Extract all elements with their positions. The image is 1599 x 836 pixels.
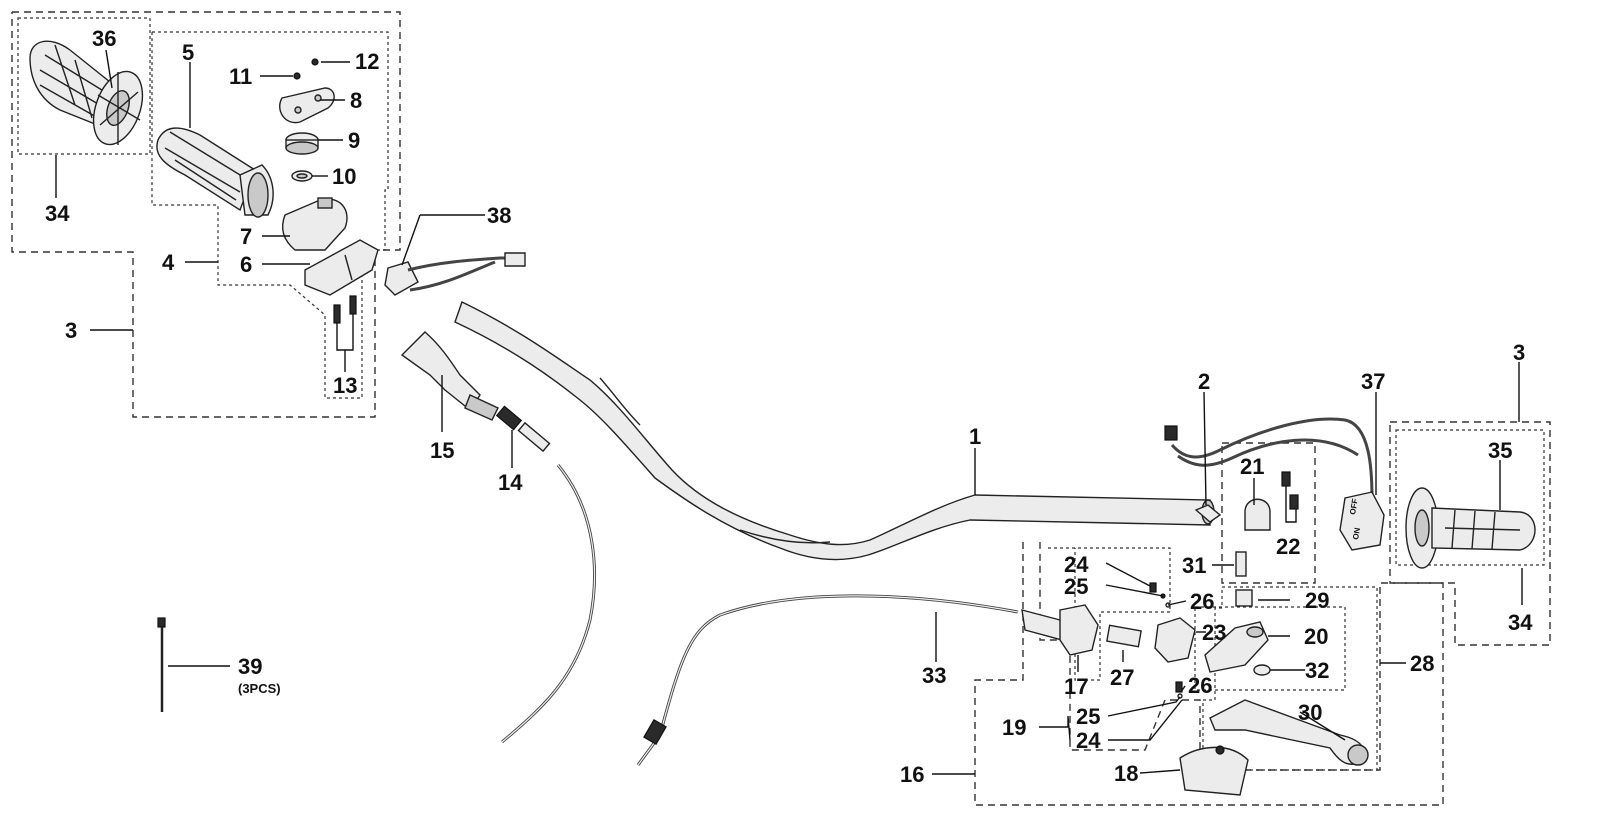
callout-37: 37 [1361,369,1385,394]
callout-10: 10 [332,164,356,189]
callout-8: 8 [350,88,362,113]
callout-20: 20 [1304,624,1328,649]
cable-adjuster-part [495,405,551,453]
callout-38: 38 [487,203,511,228]
callout-24-b: 24 [1076,728,1101,753]
callout-15: 15 [430,438,454,463]
callout-16: 16 [900,762,924,787]
callout-31: 31 [1182,553,1206,578]
left-grip-part [29,40,144,146]
clutch-cable-part [636,594,1019,766]
group-box-28 [1202,586,1378,771]
callout-11: 11 [229,64,252,89]
callout-9: 9 [348,128,360,153]
callout-26-b: 26 [1188,673,1212,698]
callout-13: 13 [333,373,357,398]
cover-plate-part [279,87,335,124]
callout-27: 27 [1110,665,1134,690]
callout-3-right: 3 [1513,340,1525,365]
callout-7: 7 [240,224,252,249]
callout-26-a: 26 [1190,589,1214,614]
callout-17: 17 [1064,674,1088,699]
switch-off-text: OFF [1348,498,1360,515]
bushing-9-part [285,132,319,155]
callout-36: 36 [92,26,116,51]
perch-clamp-part [1244,498,1271,531]
nut-23-part [1154,617,1196,663]
callout-labels: 36 5 11 12 8 9 10 34 7 4 6 38 3 13 15 14… [45,26,1533,787]
callout-34-left: 34 [45,201,70,226]
callout-18: 18 [1114,761,1138,786]
callout-24-a: 24 [1064,552,1089,577]
qty-39: (3PCS) [238,681,281,696]
clutch-lever-part [1209,699,1369,766]
right-grip-part [1405,487,1536,569]
callout-22: 22 [1276,534,1300,559]
lever-guard-part [1179,745,1249,796]
callout-6: 6 [240,252,252,277]
handlebar-part [454,301,1215,561]
callout-3-left: 3 [65,318,77,343]
bolt-31-part [1235,551,1247,577]
group-box-34-left [17,17,151,155]
group-box-3-left [11,11,401,418]
on-off-switch-part: OFF ON [1164,417,1385,551]
clamp-bolts-part [1281,471,1299,510]
group-box-19 [1048,547,1171,681]
callout-34-right: 34 [1508,610,1533,635]
pin-27-part [1106,624,1142,648]
group-box-20 [1194,606,1346,691]
callout-14: 14 [498,470,523,495]
callout-4: 4 [162,250,175,275]
callout-5: 5 [182,40,194,65]
callout-25-a: 25 [1064,574,1088,599]
throttle-boot-part [400,331,499,421]
callout-30: 30 [1298,700,1322,725]
callout-39: 39 [238,654,262,679]
ring-10-part [291,170,313,182]
cable-tie-part [157,617,166,712]
callout-25-b: 25 [1076,704,1100,729]
wedge-2-part [1194,504,1222,523]
group-box-34-right [1395,429,1545,566]
callout-1: 1 [969,424,981,449]
callout-29: 29 [1305,588,1329,613]
callout-35: 35 [1488,438,1512,463]
leader-lines [55,49,1523,775]
kill-switch-wire-part [384,252,526,296]
callout-33: 33 [922,663,946,688]
nut-32-part [1253,664,1271,676]
throttle-cable-part [501,464,597,744]
callout-28: 28 [1410,651,1434,676]
callout-2: 2 [1198,369,1210,394]
group-box-16 [974,542,1444,806]
throttle-tube-part [156,127,274,218]
callout-21: 21 [1240,454,1264,479]
switch-on-text: ON [1351,527,1362,541]
adjuster-knob-part [1021,604,1099,656]
screw-12-part [311,58,319,66]
screw-11-part [293,72,301,80]
group-box-3-right [1389,421,1551,646]
callout-23: 23 [1202,620,1226,645]
callout-19: 19 [1002,715,1026,740]
housing-upper-part [282,197,348,251]
housing-lower-part [304,239,379,296]
lever-perch-part [1204,621,1269,673]
bushing-29-part [1235,589,1253,607]
callout-12: 12 [355,49,379,74]
group-box-4 [151,31,389,399]
callout-32: 32 [1305,658,1329,683]
